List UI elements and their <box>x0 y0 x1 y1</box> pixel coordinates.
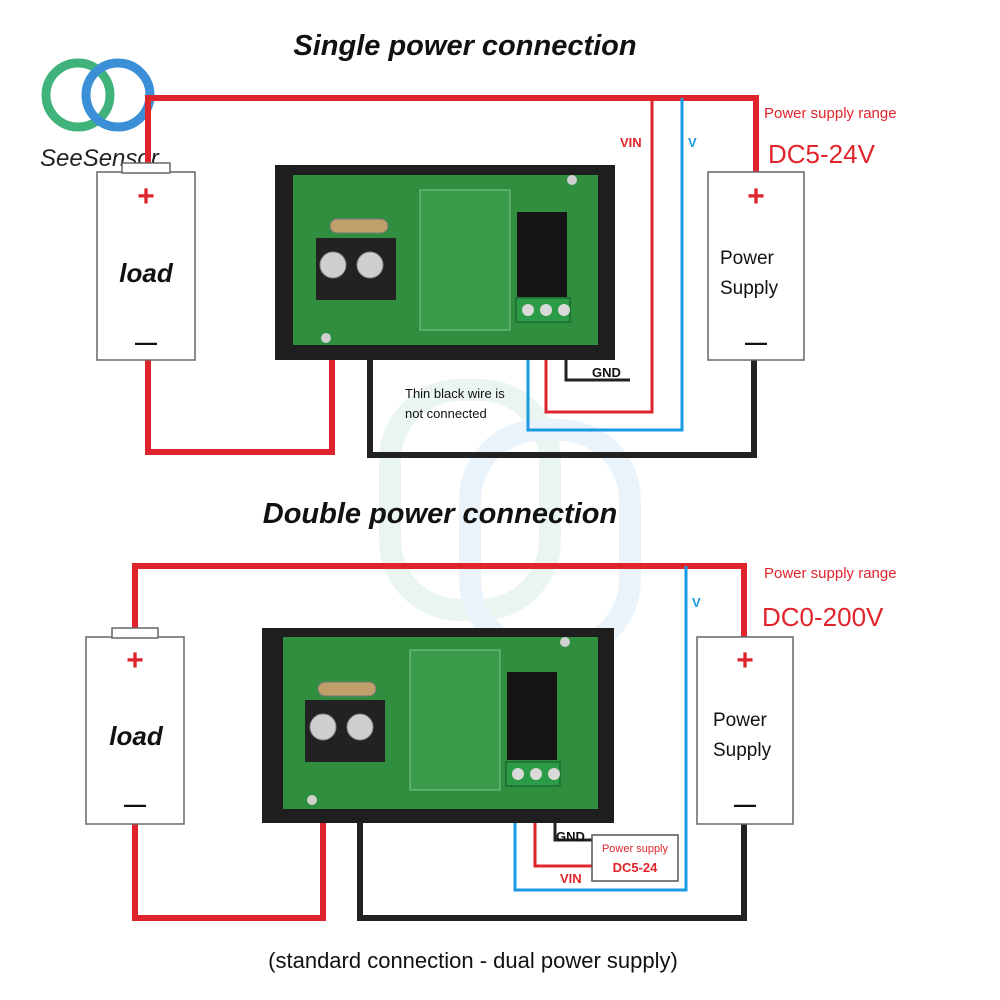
top-note-line2: not connected <box>405 406 487 421</box>
bottom-range-label: Power supply range <box>764 565 897 582</box>
top-load-box: + load — <box>96 162 196 361</box>
top-load-plus: + <box>137 180 155 213</box>
top-range-label: Power supply range <box>764 105 897 122</box>
bottom-ps-plus: + <box>736 644 754 677</box>
bottom-vin-label: VIN <box>560 871 582 886</box>
bottom-load-label: load <box>109 721 164 751</box>
bottom-aux-value: DC5-24 <box>613 860 659 875</box>
top-ps-plus: + <box>747 180 765 213</box>
bottom-load-box: + load — <box>85 627 185 825</box>
bottom-title: Double power connection <box>263 498 617 530</box>
top-load-label: load <box>119 258 174 288</box>
bottom-load-plus: + <box>126 644 144 677</box>
top-vin-label: VIN <box>620 135 642 150</box>
bottom-ps-line2: Supply <box>713 740 772 761</box>
bottom-v-label: V <box>692 595 701 610</box>
bottom-ps-line1: Power <box>713 710 768 731</box>
top-gnd-label: GND <box>592 365 621 380</box>
bottom-aux-label: Power supply <box>602 843 669 855</box>
bottom-power-supply-box: + Power Supply — <box>696 636 794 825</box>
top-meter-module <box>275 165 615 360</box>
top-chip <box>517 212 567 297</box>
bottom-load-minus: — <box>124 792 146 817</box>
top-note-line1: Thin black wire is <box>405 386 505 401</box>
bottom-ps-minus: — <box>734 792 756 817</box>
top-range-value: DC5-24V <box>768 139 876 169</box>
bottom-range-value: DC0-200V <box>762 602 884 632</box>
top-ps-minus: — <box>745 330 767 355</box>
top-v-label: V <box>688 135 697 150</box>
bottom-meter-module <box>262 628 614 823</box>
bottom-caption: (standard connection - dual power supply… <box>268 948 678 973</box>
bottom-chip <box>507 672 557 760</box>
seesensor-logo: SeeSensor <box>40 58 160 172</box>
bottom-wires <box>132 563 747 921</box>
top-title: Single power connection <box>293 30 636 62</box>
bottom-gnd-label: GND <box>556 829 585 844</box>
top-ps-line1: Power <box>720 248 775 269</box>
top-ps-line2: Supply <box>720 278 779 299</box>
top-load-minus: — <box>135 330 157 355</box>
top-power-supply-box: + Power Supply — <box>707 171 805 361</box>
bottom-aux-supply-box: Power supply DC5-24 <box>591 834 679 882</box>
